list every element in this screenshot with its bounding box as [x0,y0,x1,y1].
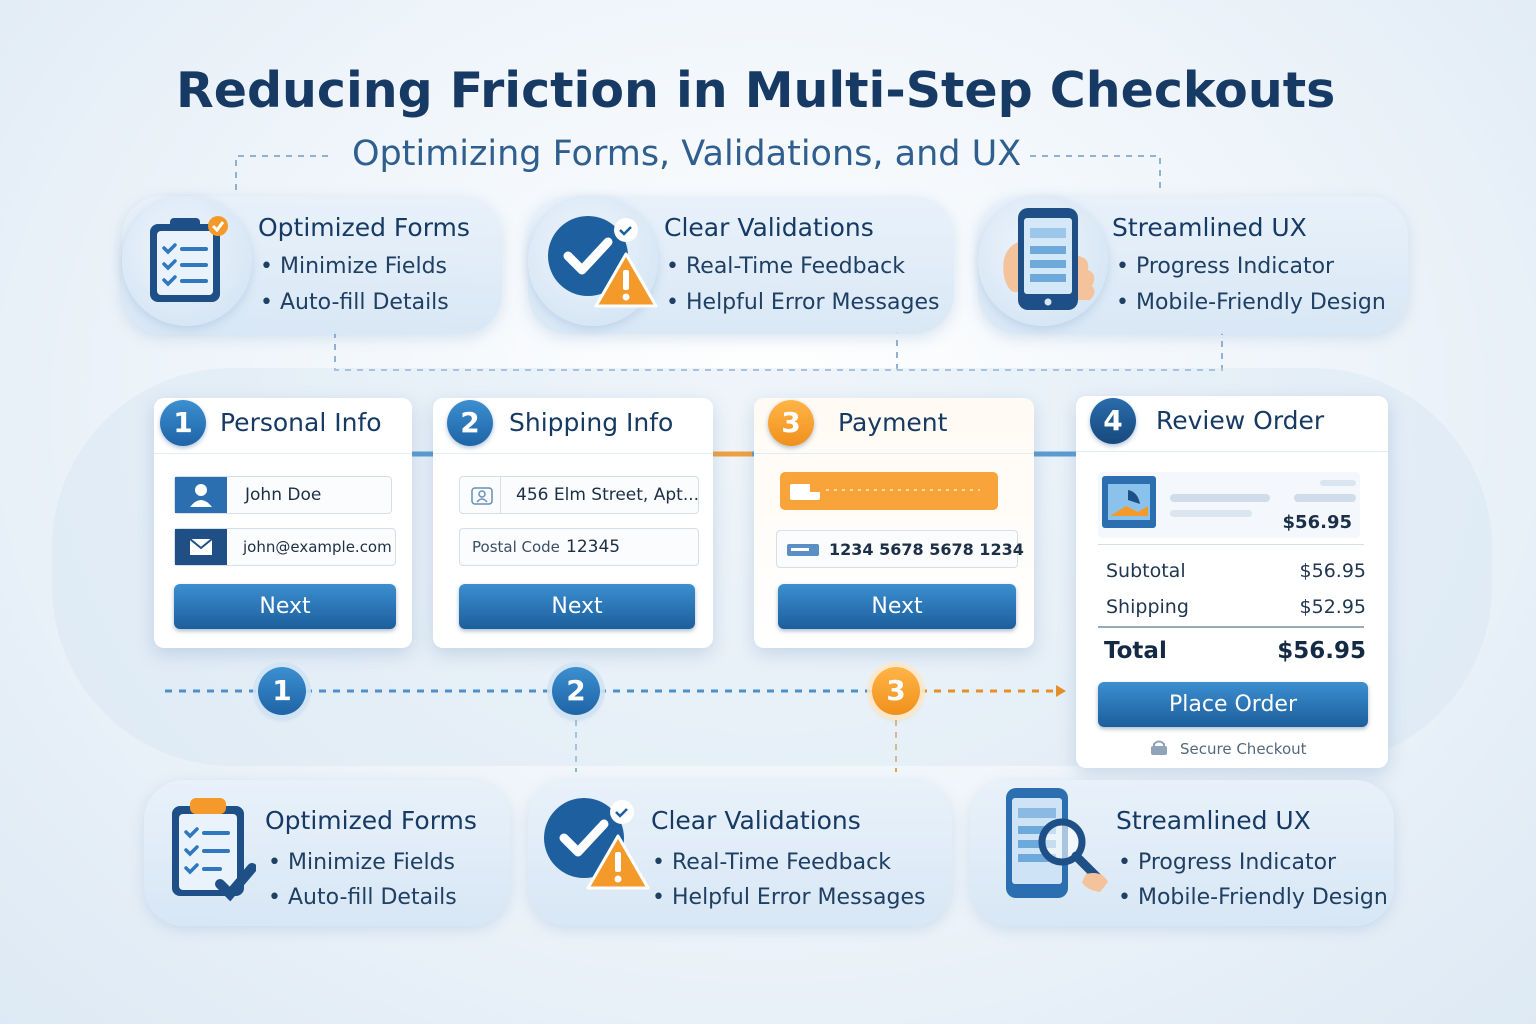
total-label: Total [1104,638,1167,664]
step-card-personal-info: Personal Info John Doe john@example.com … [154,398,412,648]
feature-bullet: • Progress Indicator [1118,850,1337,875]
shipping-label: Shipping [1106,596,1189,618]
feature-bullet: • Real-Time Feedback [652,850,891,875]
location-pin-icon [471,487,493,505]
clipboard-checklist-icon [150,216,228,302]
feature-bullet: • Real-Time Feedback [666,254,905,279]
step-header [154,398,412,454]
address-field[interactable]: 456 Elm Street, Apt... [459,476,699,514]
checkmark-warning-icon [548,216,658,308]
item-price: $56.95 [1282,512,1352,533]
postal-code-label: Postal Code [472,538,560,556]
order-item: $56.95 [1098,472,1360,538]
address-field-value: 456 Elm Street, Apt... [516,485,700,505]
timeline-step-1: 1 [258,667,306,715]
next-button-step-3[interactable]: Next [778,584,1016,629]
step-header [433,398,713,454]
card-number-field[interactable]: 1234 5678 5678 1234 [776,530,1024,568]
step-number-badge: 2 [447,400,493,446]
subtotal-label: Subtotal [1106,560,1186,582]
postal-code-field[interactable]: Postal Code 12345 [459,528,699,566]
feature-bullet: • Helpful Error Messages [666,290,940,315]
lock-icon [1151,740,1167,755]
next-button-step-1[interactable]: Next [174,584,396,629]
clipboard-checklist-icon [172,798,256,902]
step-number-badge: 3 [768,400,814,446]
step-title: Payment [838,408,948,437]
timeline-step-2: 2 [552,667,600,715]
credit-card-graphic [780,472,998,510]
step-card-review-order: Review Order $56.95 Subtotal $56.95 Ship… [1076,396,1388,768]
name-field-value: John Doe [245,485,322,505]
feature-bullet: • Minimize Fields [260,254,447,279]
step-title: Shipping Info [509,408,674,437]
step-header [1076,396,1388,452]
phone-in-hand-icon [1003,208,1095,310]
name-field[interactable]: John Doe [174,476,392,514]
product-thumbnail-icon [1102,476,1156,528]
step-card-payment: Payment 1234 5678 5678 1234 Next [754,398,1034,648]
feature-title: Streamlined UX [1112,213,1307,242]
total-value: $56.95 [1277,638,1366,664]
place-order-button[interactable]: Place Order [1098,682,1368,727]
feature-bullet: • Minimize Fields [268,850,455,875]
feature-title: Clear Validations [664,213,874,242]
step-number-badge: 1 [160,400,206,446]
timeline-step-3: 3 [872,667,920,715]
step-title: Review Order [1156,406,1325,435]
card-number-value: 1234 5678 5678 1234 [829,540,1024,559]
secure-checkout-label: Secure Checkout [1180,740,1307,758]
feature-bullet: • Auto-fill Details [260,290,449,315]
email-field[interactable]: john@example.com [174,528,396,566]
feature-bullet: • Auto-fill Details [268,885,457,910]
phone-magnifier-icon [1006,788,1108,898]
page-subtitle: Optimizing Forms, Validations, and UX [352,134,1022,174]
feature-bullet: • Progress Indicator [1116,254,1335,279]
mail-icon [175,529,227,565]
subtotal-value: $56.95 [1299,560,1366,582]
feature-title: Optimized Forms [258,213,470,242]
checkmark-warning-icon [544,798,650,890]
feature-title: Clear Validations [651,806,861,835]
shipping-value: $52.95 [1299,596,1366,618]
card-icon [787,544,819,556]
feature-bullet: • Mobile-Friendly Design [1118,885,1388,910]
next-button-step-2[interactable]: Next [459,584,695,629]
user-icon [175,477,227,513]
step-number-badge: 4 [1090,398,1136,444]
feature-bullet: • Helpful Error Messages [652,885,926,910]
feature-title: Optimized Forms [265,806,477,835]
feature-title: Streamlined UX [1116,806,1311,835]
email-field-value: john@example.com [243,538,392,556]
feature-bullet: • Mobile-Friendly Design [1116,290,1386,315]
page-title: Reducing Friction in Multi-Step Checkout… [176,62,1336,119]
step-title: Personal Info [220,408,382,437]
postal-code-value: 12345 [566,537,621,557]
step-header [754,398,1034,454]
